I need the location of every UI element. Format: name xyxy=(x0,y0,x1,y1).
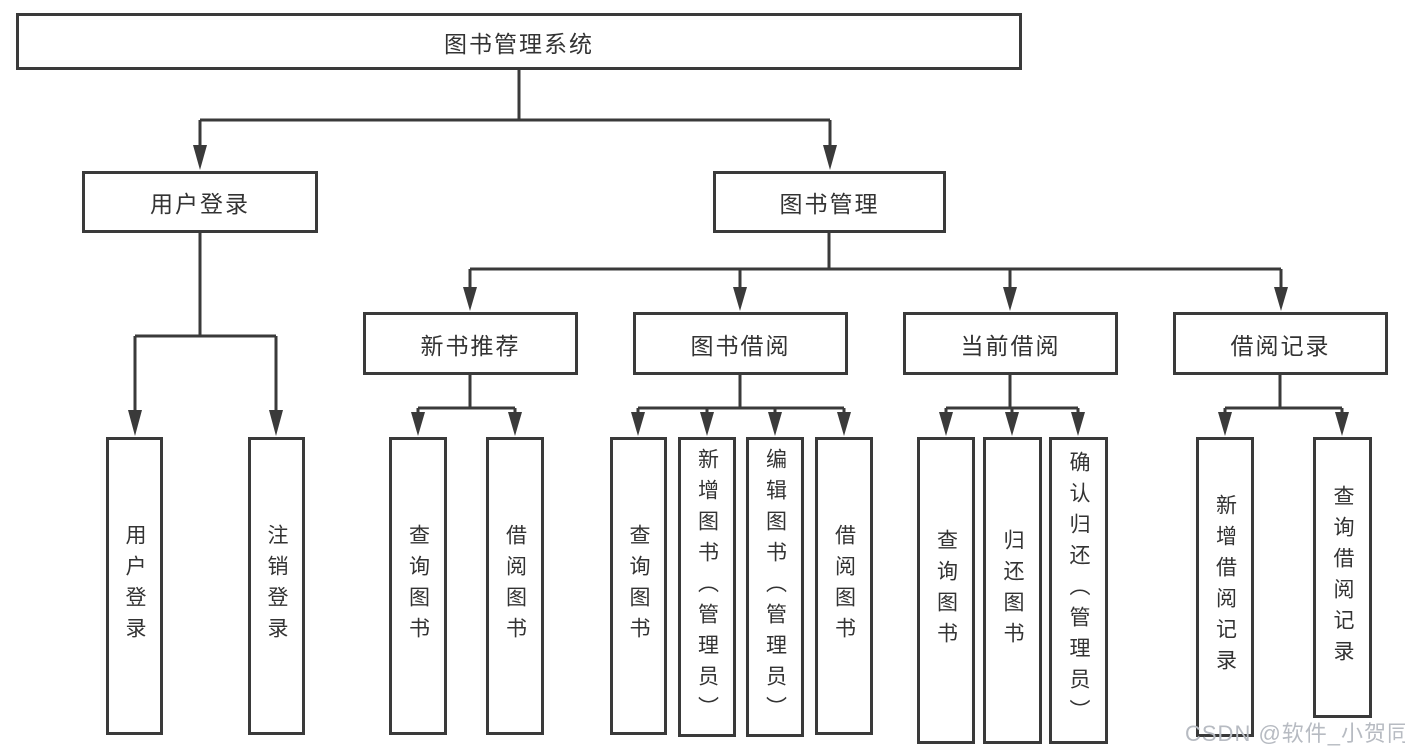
leaf-query-books-borrowing: 查询图书 xyxy=(610,437,667,735)
leaf-add-borrow-record-label: 新增借阅记录 xyxy=(1213,494,1237,680)
leaf-borrow-books-recommend-label: 借阅图书 xyxy=(503,524,527,648)
node-new-book-recommendation: 新书推荐 xyxy=(363,312,578,375)
leaf-logout-login: 注销登录 xyxy=(248,437,305,735)
node-current-borrowing: 当前借阅 xyxy=(903,312,1118,375)
leaf-query-borrow-record: 查询借阅记录 xyxy=(1313,437,1372,718)
node-new-book-recommendation-label: 新书推荐 xyxy=(420,332,521,359)
node-book-management-label: 图书管理 xyxy=(779,191,880,217)
leaf-borrow-books-recommend: 借阅图书 xyxy=(486,437,544,735)
leaf-edit-books-admin-label: 编辑图书（管理员） xyxy=(763,447,787,727)
leaf-add-borrow-record: 新增借阅记录 xyxy=(1196,437,1254,737)
node-borrowing-records: 借阅记录 xyxy=(1173,312,1388,375)
node-user-login: 用户登录 xyxy=(82,171,318,233)
leaf-query-books-borrowing-label: 查询图书 xyxy=(627,524,650,648)
node-book-management: 图书管理 xyxy=(713,171,946,233)
leaf-query-borrow-record-label: 查询借阅记录 xyxy=(1331,484,1354,671)
leaf-add-books-admin-label: 新增图书（管理员） xyxy=(695,447,719,727)
leaf-query-books-current: 查询图书 xyxy=(917,437,975,744)
node-borrowing-records-label: 借阅记录 xyxy=(1230,332,1331,359)
leaf-edit-books-admin: 编辑图书（管理员） xyxy=(746,437,804,737)
csdn-watermark: CSDN @软件_小贺同学 xyxy=(1185,721,1405,746)
leaf-user-login: 用户登录 xyxy=(106,437,163,735)
leaf-borrow-books: 借阅图书 xyxy=(815,437,873,735)
node-book-borrowing: 图书借阅 xyxy=(633,312,848,375)
leaf-borrow-books-label: 借阅图书 xyxy=(832,524,856,648)
leaf-add-books-admin: 新增图书（管理员） xyxy=(678,437,736,737)
node-user-login-label: 用户登录 xyxy=(150,191,250,217)
leaf-return-books-label: 归还图书 xyxy=(1001,528,1024,653)
leaf-confirm-return-admin: 确认归还（管理员） xyxy=(1049,437,1108,744)
leaf-query-books-recommend-label: 查询图书 xyxy=(406,524,430,648)
node-library-management-system-label: 图书管理系统 xyxy=(444,30,594,57)
leaf-confirm-return-admin-label: 确认归还（管理员） xyxy=(1067,451,1090,730)
leaf-user-login-label: 用户登录 xyxy=(123,524,146,648)
node-book-borrowing-label: 图书借阅 xyxy=(690,332,791,359)
node-current-borrowing-label: 当前借阅 xyxy=(960,332,1061,359)
leaf-return-books: 归还图书 xyxy=(983,437,1042,744)
leaf-logout-login-label: 注销登录 xyxy=(265,524,288,648)
leaf-query-books-recommend: 查询图书 xyxy=(389,437,447,735)
node-library-management-system: 图书管理系统 xyxy=(16,13,1022,70)
leaf-query-books-current-label: 查询图书 xyxy=(934,528,958,653)
